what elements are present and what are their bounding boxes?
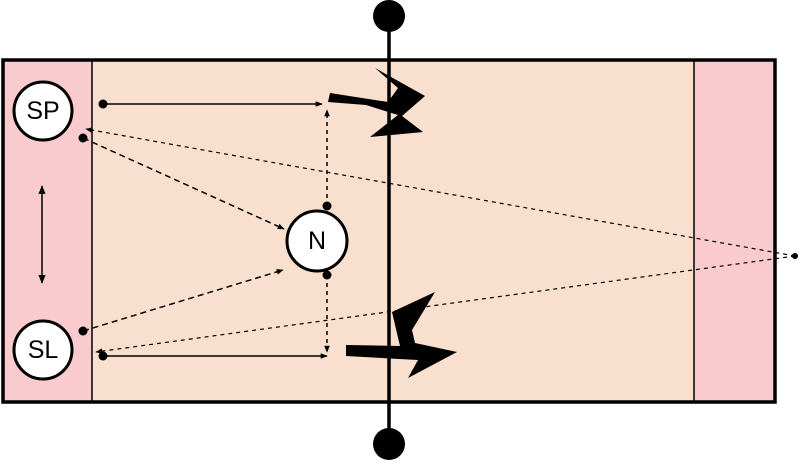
sp-pass-start-dot — [78, 133, 88, 143]
node-sl-label: SL — [28, 336, 59, 364]
n-down-start-dot — [322, 270, 332, 280]
net-post-bottom-icon — [373, 428, 405, 460]
sl-move-start-dot — [98, 351, 108, 361]
node-sp: SP — [12, 80, 74, 142]
zigzag-arrow-icon-top — [328, 68, 425, 137]
net-post-top-icon — [373, 0, 405, 32]
far-to-sp-dashed-arrow — [85, 127, 796, 257]
sp-move-start-dot — [98, 99, 108, 109]
node-sl: SL — [12, 319, 74, 381]
node-n-label: N — [308, 227, 326, 255]
zigzag-arrow-icon-bottom — [346, 292, 457, 378]
node-sp-label: SP — [26, 97, 59, 125]
sp-to-n-dashed-arrow — [82, 137, 285, 230]
sl-pass-start-dot — [78, 326, 88, 336]
right-end-zone — [694, 60, 775, 402]
sl-to-n-dashed-arrow — [82, 269, 284, 332]
court-main-area — [92, 60, 694, 402]
node-n: N — [285, 209, 349, 273]
n-up-start-dot — [322, 201, 332, 211]
far-to-sl-dashed-arrow — [95, 255, 796, 354]
